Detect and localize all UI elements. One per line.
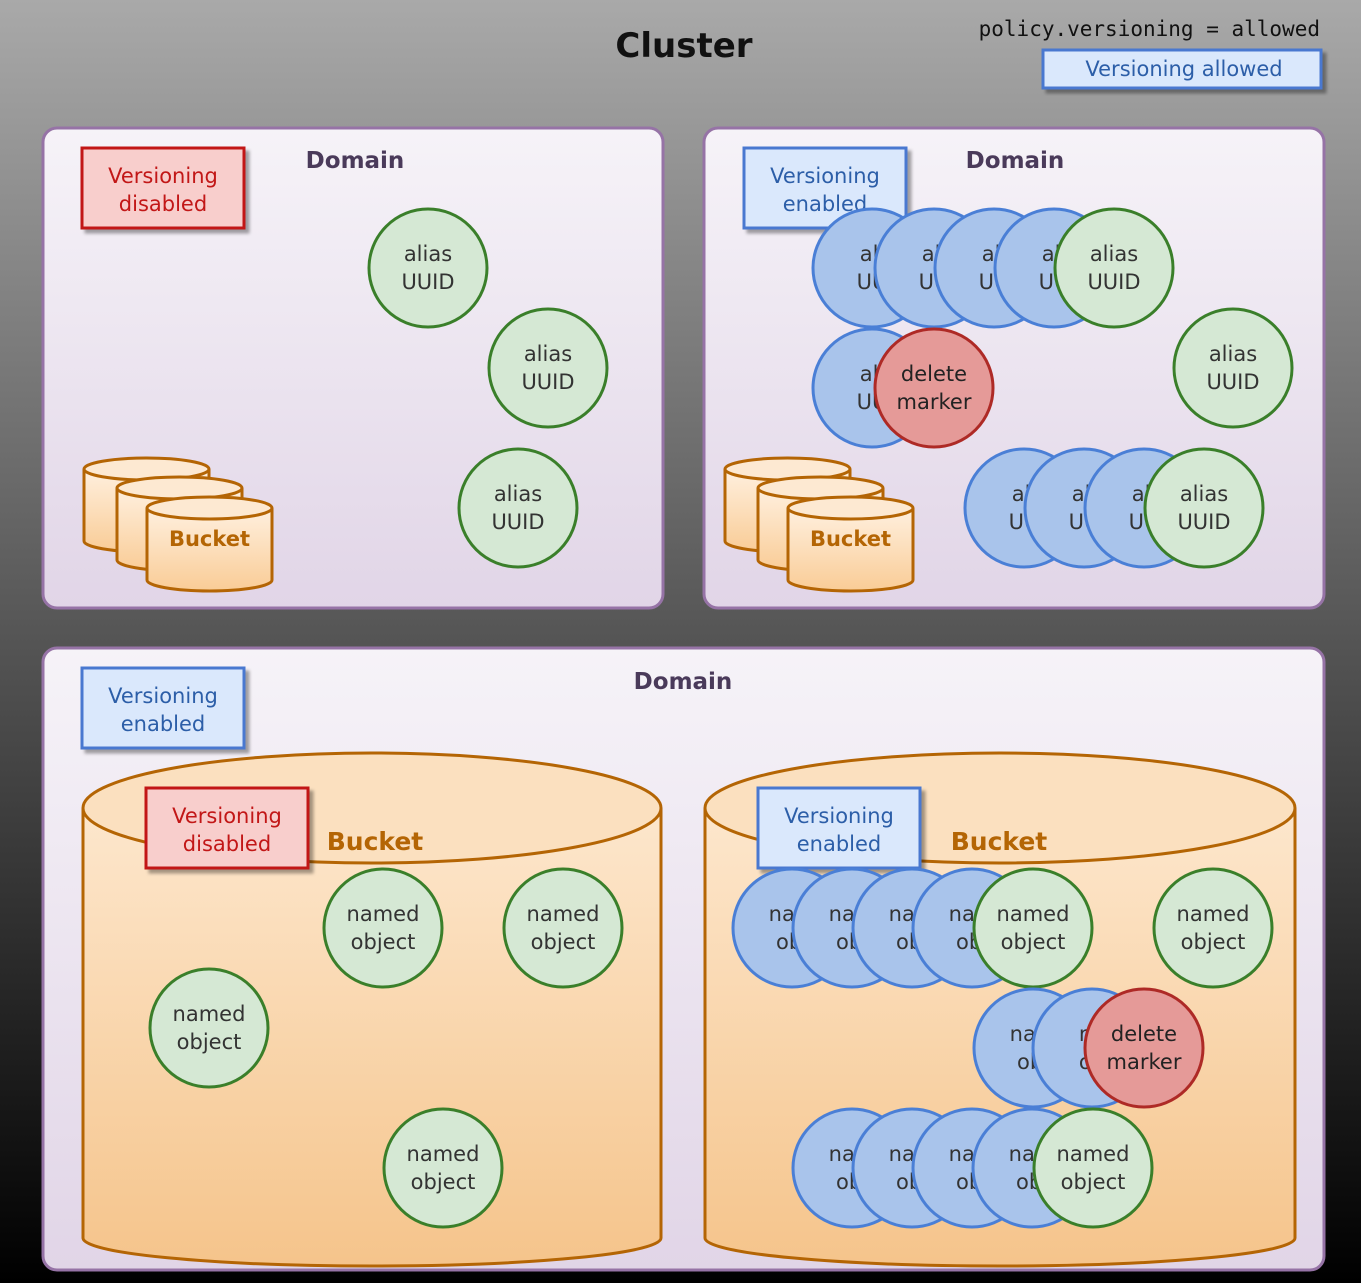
cluster-versioning-status-badge: [1041, 48, 1323, 90]
label-line: UUID: [521, 370, 574, 394]
current-version-object: named object: [322, 867, 444, 989]
delete-marker: delete marker: [1083, 987, 1205, 1109]
delete-marker: delete marker: [873, 327, 995, 449]
label-line: named: [527, 902, 600, 926]
label-line: UUID: [401, 270, 454, 294]
label-line: named: [997, 902, 1070, 926]
label-line: alias: [1180, 482, 1228, 506]
label-line: Versioning: [108, 684, 218, 708]
current-version-object: named object: [1032, 1107, 1154, 1229]
label-line: UUID: [1177, 510, 1230, 534]
label-line: delete: [901, 362, 967, 386]
current-version-object: named object: [148, 967, 270, 1089]
label-line: object: [1061, 1170, 1126, 1194]
label-line: named: [1177, 902, 1250, 926]
label-line: alias: [404, 242, 452, 266]
bucket-label: Bucket: [951, 827, 1048, 856]
bucket-icon: Bucket: [145, 495, 274, 593]
label-line: Versioning: [770, 164, 880, 188]
domain-title: Domain: [966, 148, 1065, 174]
label-line: disabled: [183, 832, 271, 856]
current-version-object: named object: [382, 1107, 504, 1229]
label-line: UUID: [491, 510, 544, 534]
label-line: alias: [494, 482, 542, 506]
label-line: object: [177, 1030, 242, 1054]
label-line: named: [407, 1142, 480, 1166]
versioning-disabled-badge: Versioning disabled: [80, 146, 246, 230]
cluster-versioning-status-text: Versioning allowed: [1085, 57, 1282, 81]
label-line: disabled: [119, 192, 207, 216]
current-version-object: named object: [1152, 867, 1274, 989]
bucket-label: Bucket: [327, 827, 424, 856]
label-line: marker: [897, 390, 972, 414]
label-line: named: [1057, 1142, 1130, 1166]
current-version-object: named object: [502, 867, 624, 989]
current-version-object: named object: [972, 867, 1094, 989]
label-line: object: [531, 930, 596, 954]
label-line: enabled: [797, 832, 882, 856]
bucket-label: Bucket: [810, 527, 891, 551]
label-line: marker: [1107, 1050, 1182, 1074]
label-line: UUID: [1087, 270, 1140, 294]
cluster-title: Cluster: [615, 26, 752, 66]
label-line: object: [411, 1170, 476, 1194]
label-line: enabled: [121, 712, 206, 736]
label-line: Versioning: [172, 804, 282, 828]
label-line: Versioning: [784, 804, 894, 828]
label-line: Versioning: [108, 164, 218, 188]
label-line: alias: [1090, 242, 1138, 266]
label-line: object: [351, 930, 416, 954]
label-line: alias: [524, 342, 572, 366]
cluster-policy-text: policy.versioning = allowed: [979, 17, 1320, 41]
label-line: named: [347, 902, 420, 926]
domain-title: Domain: [306, 148, 405, 174]
label-line: object: [1181, 930, 1246, 954]
bucket-label: Bucket: [169, 527, 250, 551]
label-line: alias: [1209, 342, 1257, 366]
label-line: object: [1001, 930, 1066, 954]
bucket-icon: Bucket: [786, 495, 915, 593]
label-line: UUID: [1206, 370, 1259, 394]
versioning-enabled-badge: Versioning enabled: [756, 786, 922, 870]
label-line: named: [173, 1002, 246, 1026]
versioning-enabled-badge: Versioning enabled: [80, 666, 246, 750]
domain-title: Domain: [634, 669, 733, 695]
versioning-disabled-badge: Versioning disabled: [144, 786, 310, 870]
label-line: delete: [1111, 1022, 1177, 1046]
